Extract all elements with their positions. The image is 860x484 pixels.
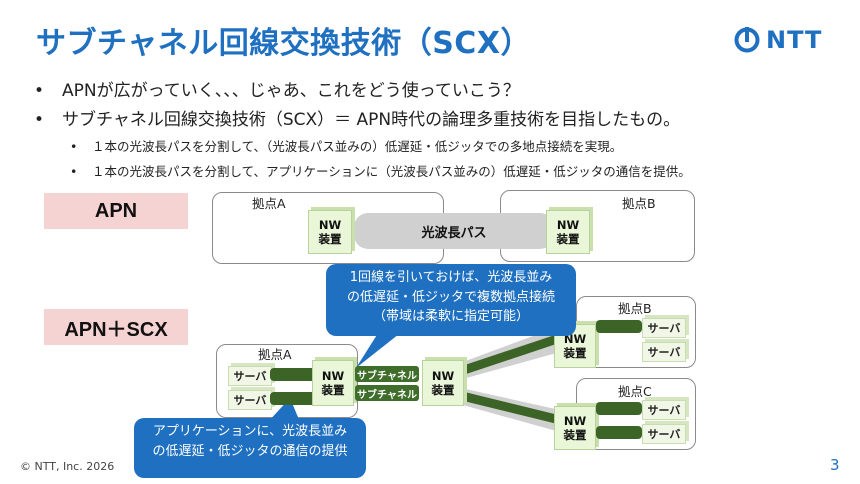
bullet-1-text: APNが広がっていく、、、じゃあ、これをどう使っていこう？ xyxy=(62,81,520,101)
server-a1-link xyxy=(270,368,316,381)
scx-site-c-label: 拠点C xyxy=(618,384,652,399)
page-title: サブチャネル回線交換技術（SCX） xyxy=(36,26,531,61)
nw-text: 装置 xyxy=(563,346,587,360)
apn-scx-label: APN＋SCX xyxy=(44,309,188,345)
callout-bottom-line-1: アプリケーションに、光波長並み xyxy=(152,424,348,439)
nw-text: 装置 xyxy=(556,232,580,246)
apn-site-b-label: 拠点B xyxy=(622,196,656,211)
footer-copyright: © NTT, Inc. 2026 xyxy=(20,460,115,473)
logo-text: NTT xyxy=(766,26,823,54)
subchannel-label: サブチャネル xyxy=(357,370,417,382)
server-c2: サーバ xyxy=(642,424,686,444)
bullet-1: •APNが広がっていく、、、じゃあ、これをどう使っていこう？ xyxy=(34,81,520,101)
ntt-logo-icon xyxy=(734,27,760,53)
nw-text: 装置 xyxy=(321,383,345,397)
nw-text: NW xyxy=(321,368,345,383)
scx-site-a-label: 拠点A xyxy=(258,347,292,362)
subchannel-2: サブチャネル xyxy=(355,385,419,401)
optical-path: 光波長パス xyxy=(354,213,554,249)
server-a2: サーバ xyxy=(228,390,272,410)
sub-bullet-2: •１本の光波長パスを分割して、アプリケーションに（光波長パス並みの）低遅延・低ジ… xyxy=(70,164,691,179)
server-label: サーバ xyxy=(647,346,681,359)
upper-subchannel-link xyxy=(456,333,562,377)
callout-top-line-1: 1回線を引いておけば、光波長並み xyxy=(349,270,553,285)
callout-top-line-3: （帯域は柔軟に指定可能） xyxy=(372,309,529,324)
server-label: サーバ xyxy=(233,394,267,407)
server-a2-link xyxy=(270,392,316,405)
callout-multi-site: 1回線を引いておけば、光波長並み の低遅延・低ジッタで複数拠点接続 （帯域は柔軟… xyxy=(326,264,576,336)
nw-text: NW xyxy=(563,413,587,428)
nw-text: 装置 xyxy=(318,232,342,246)
sub-bullet-1: •１本の光波長パスを分割して、（光波長パス並みの）低遅延・低ジッタでの多地点接続… xyxy=(70,139,623,154)
optical-path-label: 光波長パス xyxy=(421,225,487,241)
server-b1-link xyxy=(596,320,642,333)
bullet-2-text: サブチャネル回線交換技術（SCX）＝ APN時代の論理多重技術を目指したもの。 xyxy=(62,110,681,130)
scx-site-b-label: 拠点B xyxy=(618,301,652,316)
callout-top-pointer xyxy=(356,330,404,368)
server-c2-link xyxy=(596,426,642,439)
subchannel-label: サブチャネル xyxy=(357,389,417,401)
sub-bullet-1-text: １本の光波長パスを分割して、（光波長パス並みの）低遅延・低ジッタでの多地点接続を… xyxy=(92,139,623,154)
server-label: サーバ xyxy=(647,322,681,335)
nw-text: 装置 xyxy=(563,428,587,442)
logo: NTT xyxy=(734,26,822,54)
server-c1-link xyxy=(596,402,642,415)
nw-text: NW xyxy=(318,217,342,232)
server-label: サーバ xyxy=(647,428,681,441)
server-c1: サーバ xyxy=(642,400,686,420)
server-label: サーバ xyxy=(233,370,267,383)
callout-application: アプリケーションに、光波長並み の低遅延・低ジッタの通信の提供 xyxy=(134,418,366,478)
callout-bottom-line-2: の低遅延・低ジッタの通信の提供 xyxy=(152,443,348,459)
bullet-2: •サブチャネル回線交換技術（SCX）＝ APN時代の論理多重技術を目指したもの。 xyxy=(34,110,681,130)
sub-bullet-2-text: １本の光波長パスを分割して、アプリケーションに（光波長パス並みの）低遅延・低ジッ… xyxy=(92,164,691,179)
server-label: サーバ xyxy=(647,404,681,417)
nw-text: 装置 xyxy=(431,383,455,397)
nw-text: NW xyxy=(431,368,455,383)
nw-text: NW xyxy=(556,217,580,232)
callout-top-line-2: の低遅延・低ジッタで複数拠点接続 xyxy=(346,289,555,305)
server-a1: サーバ xyxy=(228,366,272,386)
apn-label: APN xyxy=(44,193,188,229)
subchannel-1: サブチャネル xyxy=(355,366,419,382)
page-number: 3 xyxy=(830,456,840,474)
server-b1: サーバ xyxy=(642,318,686,338)
lower-subchannel-link xyxy=(456,390,562,425)
apn-site-a-label: 拠点A xyxy=(252,196,286,211)
server-b2: サーバ xyxy=(642,342,686,362)
